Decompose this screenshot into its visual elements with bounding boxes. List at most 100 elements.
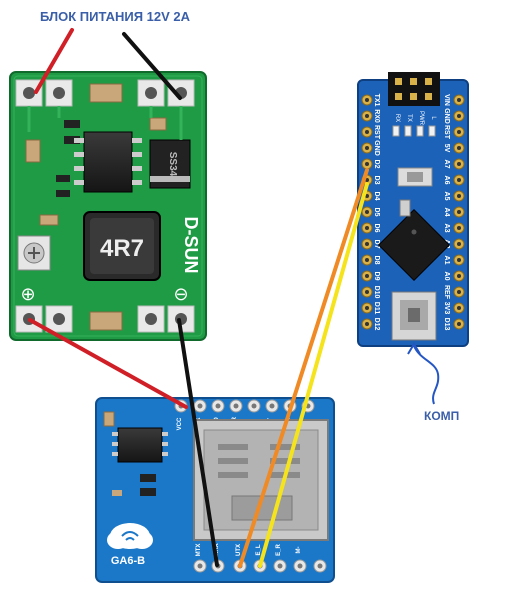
nano-pin-hole	[365, 194, 369, 198]
nano-pin-label: D10	[373, 286, 380, 299]
nano-pin-label: D2	[373, 160, 380, 169]
nano-pin-hole	[365, 274, 369, 278]
nano-pin-label: A1	[443, 256, 450, 265]
capacitor	[89, 83, 123, 103]
usb-arrow	[413, 345, 440, 405]
gsm-pin-label: UTX	[236, 544, 242, 556]
nano-pin-hole	[457, 322, 461, 326]
nano-pin-hole	[365, 258, 369, 262]
nano-pin-label: A4	[443, 208, 450, 217]
nano-pin-hole	[457, 178, 461, 182]
nano-pin-hole	[365, 114, 369, 118]
black-wire-ground	[177, 318, 219, 567]
nano-right-pin-row: VINGNDRST5VA7A6A5A4A3A2A1A0REF3V3D13	[443, 94, 465, 331]
nano-pin-hole	[457, 98, 461, 102]
red-arrow-to-input	[34, 28, 74, 94]
atmega-chip	[377, 208, 451, 282]
nano-pin-hole	[365, 242, 369, 246]
nano-pin-hole	[365, 322, 369, 326]
gsm-pin-label: MRX	[214, 543, 220, 556]
nano-pin-hole	[457, 162, 461, 166]
nano-pin-label: GND	[443, 108, 450, 124]
nano-pin-hole	[365, 210, 369, 214]
buck-converter-board: SS34 4R7 D-SUN ⊕ ⊖	[9, 71, 207, 341]
buck-input-pads	[15, 79, 195, 107]
nano-pin-label: D3	[373, 176, 380, 185]
gsm-top-pin-row	[174, 399, 315, 413]
nano-pin-hole	[457, 274, 461, 278]
nano-pin-label: RST	[373, 125, 380, 140]
minus-symbol: ⊖	[173, 284, 188, 304]
nano-pin-hole	[457, 226, 461, 230]
nano-pin-label: TX1	[373, 94, 380, 107]
nano-pin-label: A5	[443, 192, 450, 201]
nano-pin-hole	[457, 194, 461, 198]
nano-pin-label: D9	[373, 272, 380, 281]
usb-arrowhead	[407, 342, 421, 355]
buck-brand-label: D-SUN	[181, 217, 201, 274]
gsm-pin-label: E_L	[256, 544, 262, 555]
module-logo	[107, 523, 153, 549]
gsm-pin-label: VCC	[177, 417, 183, 430]
nano-pin-label: A6	[443, 176, 450, 185]
nano-pin-label: A7	[443, 160, 450, 169]
plus-symbol: ⊕	[20, 284, 35, 304]
nano-pin-hole	[365, 306, 369, 310]
nano-pin-label: D7	[373, 240, 380, 249]
nano-pin-label: A0	[443, 272, 450, 281]
nano-pin-label: GND	[373, 140, 380, 156]
led-label: RX	[394, 114, 400, 122]
gsm-module-board: VCCURXGNDPWRINTRSTGNDMTXMRXUTXE_LE_RM-	[95, 397, 335, 583]
red-wire-power-plus	[28, 318, 188, 409]
nano-pin-label: RX0	[373, 109, 380, 123]
nano-pin-hole	[457, 130, 461, 134]
gsm-pin-label: MTX	[196, 544, 202, 557]
black-arrow-to-input	[122, 32, 182, 100]
nano-pin-hole	[457, 146, 461, 150]
nano-pin-hole	[457, 306, 461, 310]
orange-wire-uart	[238, 168, 369, 568]
nano-pin-hole	[365, 98, 369, 102]
nano-pin-hole	[457, 114, 461, 118]
schottky-diode: SS34	[149, 139, 191, 189]
buck-output-pads	[15, 305, 195, 333]
mini-usb-port	[391, 291, 437, 341]
potentiometer	[17, 235, 51, 271]
gsm-model-label: GA6-B	[111, 555, 145, 567]
inductor-marking: 4R7	[100, 235, 144, 262]
reset-button[interactable]	[397, 167, 433, 187]
nano-pin-hole	[457, 210, 461, 214]
nano-pin-hole	[365, 290, 369, 294]
capacitor	[89, 311, 123, 331]
icsp-header	[388, 72, 440, 106]
nano-pin-label: RST	[443, 125, 450, 140]
nano-pin-hole	[365, 226, 369, 230]
gsm-ic-chip	[112, 427, 168, 463]
sim-card-holder	[193, 419, 329, 541]
power-supply-label: БЛОК ПИТАНИЯ 12V 2A	[40, 9, 191, 24]
nano-pin-hole	[457, 290, 461, 294]
nano-pin-label: D13	[443, 318, 450, 331]
inductor: 4R7	[83, 211, 161, 281]
nano-pin-label: D4	[373, 192, 380, 201]
led-label: TX	[406, 114, 412, 122]
gsm-pin-label: M-	[296, 547, 302, 554]
nano-pin-label: D12	[373, 318, 380, 331]
buck-ic-chip	[74, 131, 142, 193]
gsm-pin-label: E_R	[276, 543, 282, 555]
nano-pin-label: A3	[443, 224, 450, 233]
nano-pin-label: D6	[373, 224, 380, 233]
wires	[28, 28, 440, 568]
yellow-wire-uart	[258, 182, 369, 568]
nano-pin-label: D11	[373, 302, 380, 315]
led	[392, 125, 400, 137]
led-label: PWR	[418, 111, 424, 126]
led	[416, 125, 424, 137]
nano-pin-hole	[365, 130, 369, 134]
nano-pin-hole	[365, 146, 369, 150]
nano-pin-hole	[365, 162, 369, 166]
